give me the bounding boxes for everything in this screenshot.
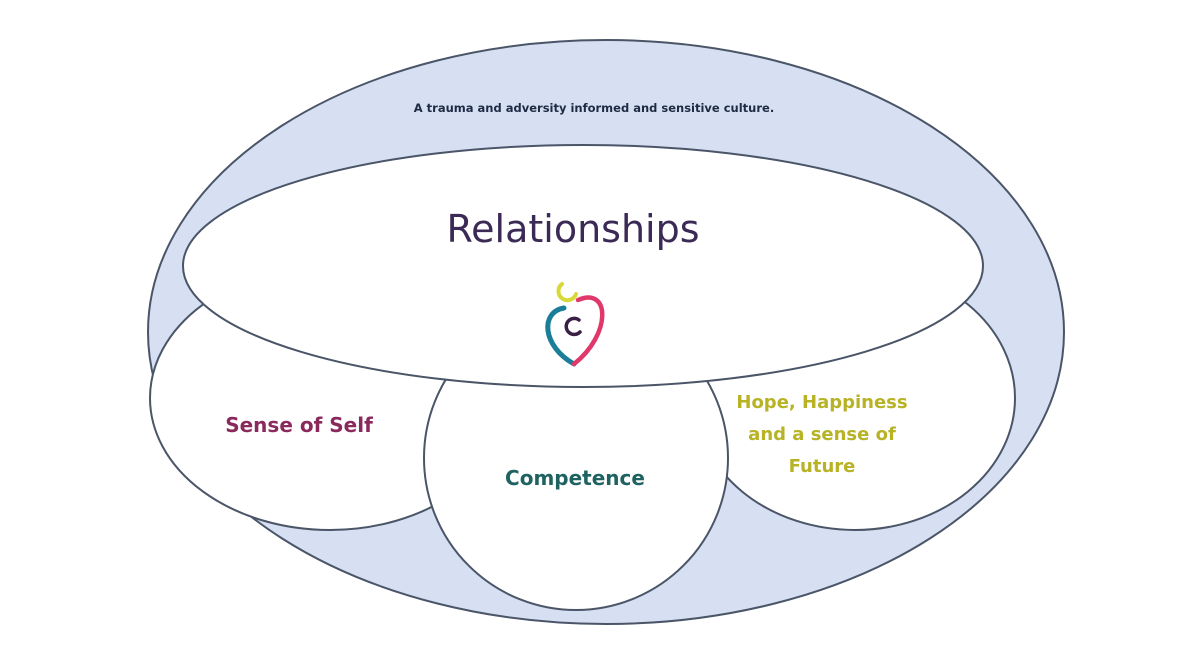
hope-label-line-1: Hope, Happiness [736,392,907,413]
culture-label: A trauma and adversity informed and sens… [414,101,774,115]
logo-head-arc [556,282,578,303]
relationships-core-ellipse [182,144,984,388]
heart-figure-logo-icon [545,282,605,367]
hope-label-line-2: and a sense of [748,424,896,445]
sense-of-self-label: Sense of Self [225,413,373,437]
competence-label: Competence [505,466,645,490]
hope-label-line-3: Future [789,456,856,477]
logo-red-arc [571,295,605,367]
logo-inner-arc [564,316,582,337]
relationships-label: Relationships [446,207,699,251]
logo-teal-arc [545,305,577,367]
